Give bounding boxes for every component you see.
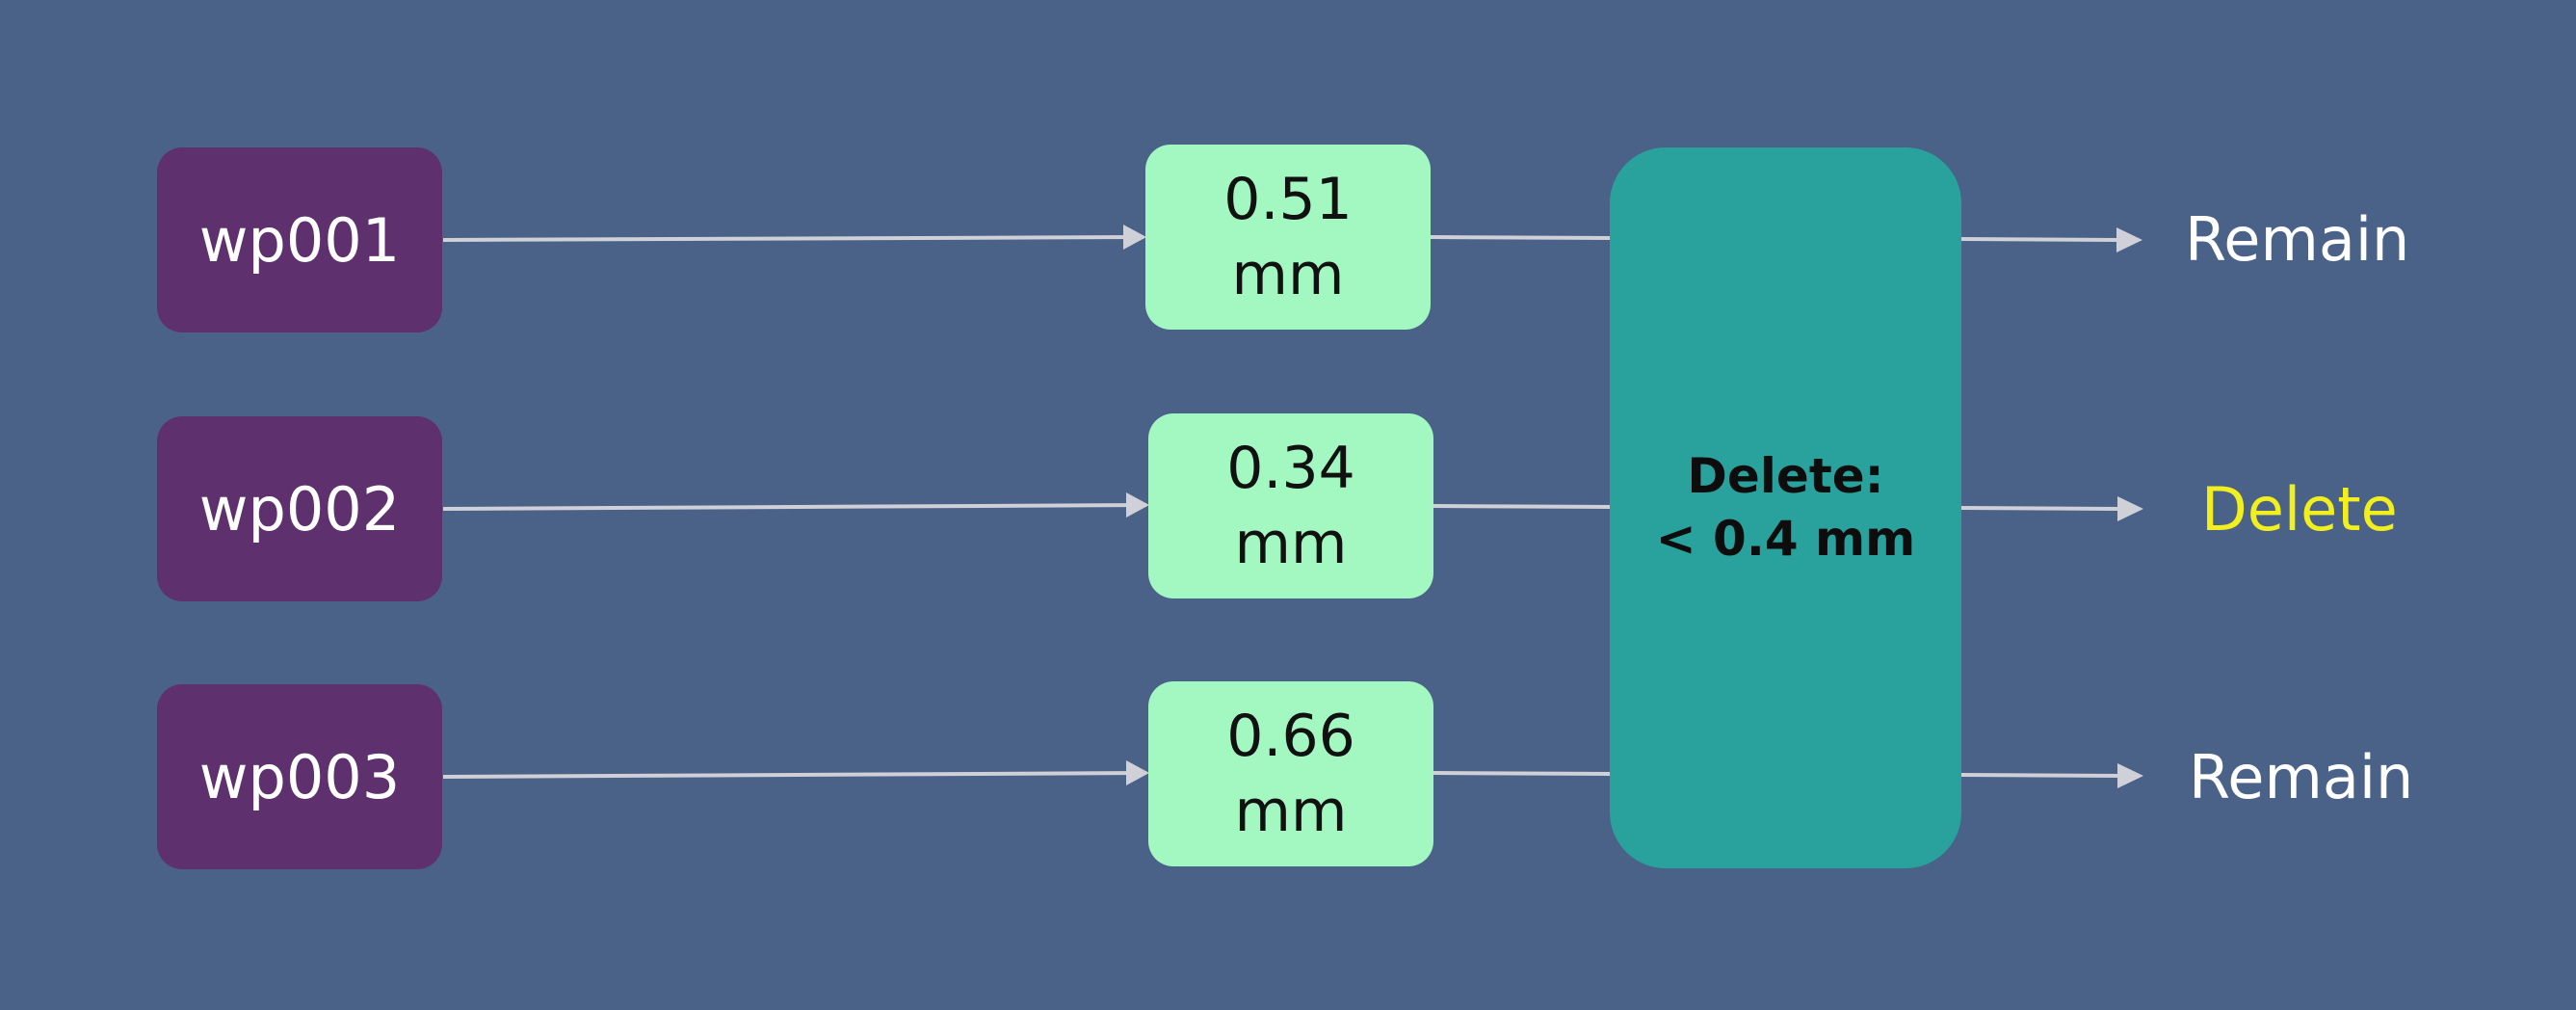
line-measure2-to-rule	[1433, 504, 1611, 509]
arrowhead-result2	[2117, 496, 2143, 521]
line-measure1-to-rule	[1430, 235, 1611, 240]
arrowhead-result3	[2117, 763, 2143, 788]
workpiece-box-wp001: wp001	[157, 147, 442, 332]
rule-threshold: < 0.4 mm	[1655, 511, 1916, 567]
workpiece-box-wp003: wp003	[157, 684, 442, 869]
arrow-wp001-to-measure	[442, 235, 1144, 242]
arrowhead-wp001-measure	[1123, 225, 1146, 250]
rule-heading: Delete:	[1687, 448, 1884, 504]
workpiece-box-wp002: wp002	[157, 416, 442, 601]
measurement-value: 0.66	[1226, 703, 1355, 770]
measurement-box-1: 0.51 mm	[1145, 145, 1431, 330]
arrowhead-result1	[2116, 227, 2142, 252]
measurement-value: 0.51	[1223, 166, 1353, 233]
arrow-rule-to-result2	[1960, 506, 2120, 511]
result-label-2: Delete	[2201, 474, 2398, 545]
workpiece-label: wp001	[198, 204, 401, 276]
arrow-rule-to-result3	[1960, 773, 2120, 778]
result-label-1: Remain	[2185, 204, 2410, 275]
measurement-value: 0.34	[1226, 435, 1355, 502]
arrowhead-wp002-measure	[1126, 492, 1149, 518]
arrowhead-wp003-measure	[1126, 760, 1149, 785]
arrow-wp002-to-measure	[442, 503, 1147, 511]
result-label-3: Remain	[2189, 742, 2414, 812]
measurement-unit: mm	[1234, 510, 1348, 577]
workpiece-label: wp003	[198, 741, 401, 812]
delete-rule-box: Delete: < 0.4 mm	[1610, 147, 1961, 868]
arrow-rule-to-result1	[1960, 237, 2120, 242]
measurement-unit: mm	[1234, 778, 1348, 845]
measurement-box-3: 0.66 mm	[1148, 681, 1433, 866]
workpiece-label: wp002	[198, 473, 401, 545]
measurement-unit: mm	[1231, 241, 1345, 308]
measurement-box-2: 0.34 mm	[1148, 413, 1433, 598]
arrow-wp003-to-measure	[442, 771, 1147, 779]
line-measure3-to-rule	[1433, 771, 1611, 776]
